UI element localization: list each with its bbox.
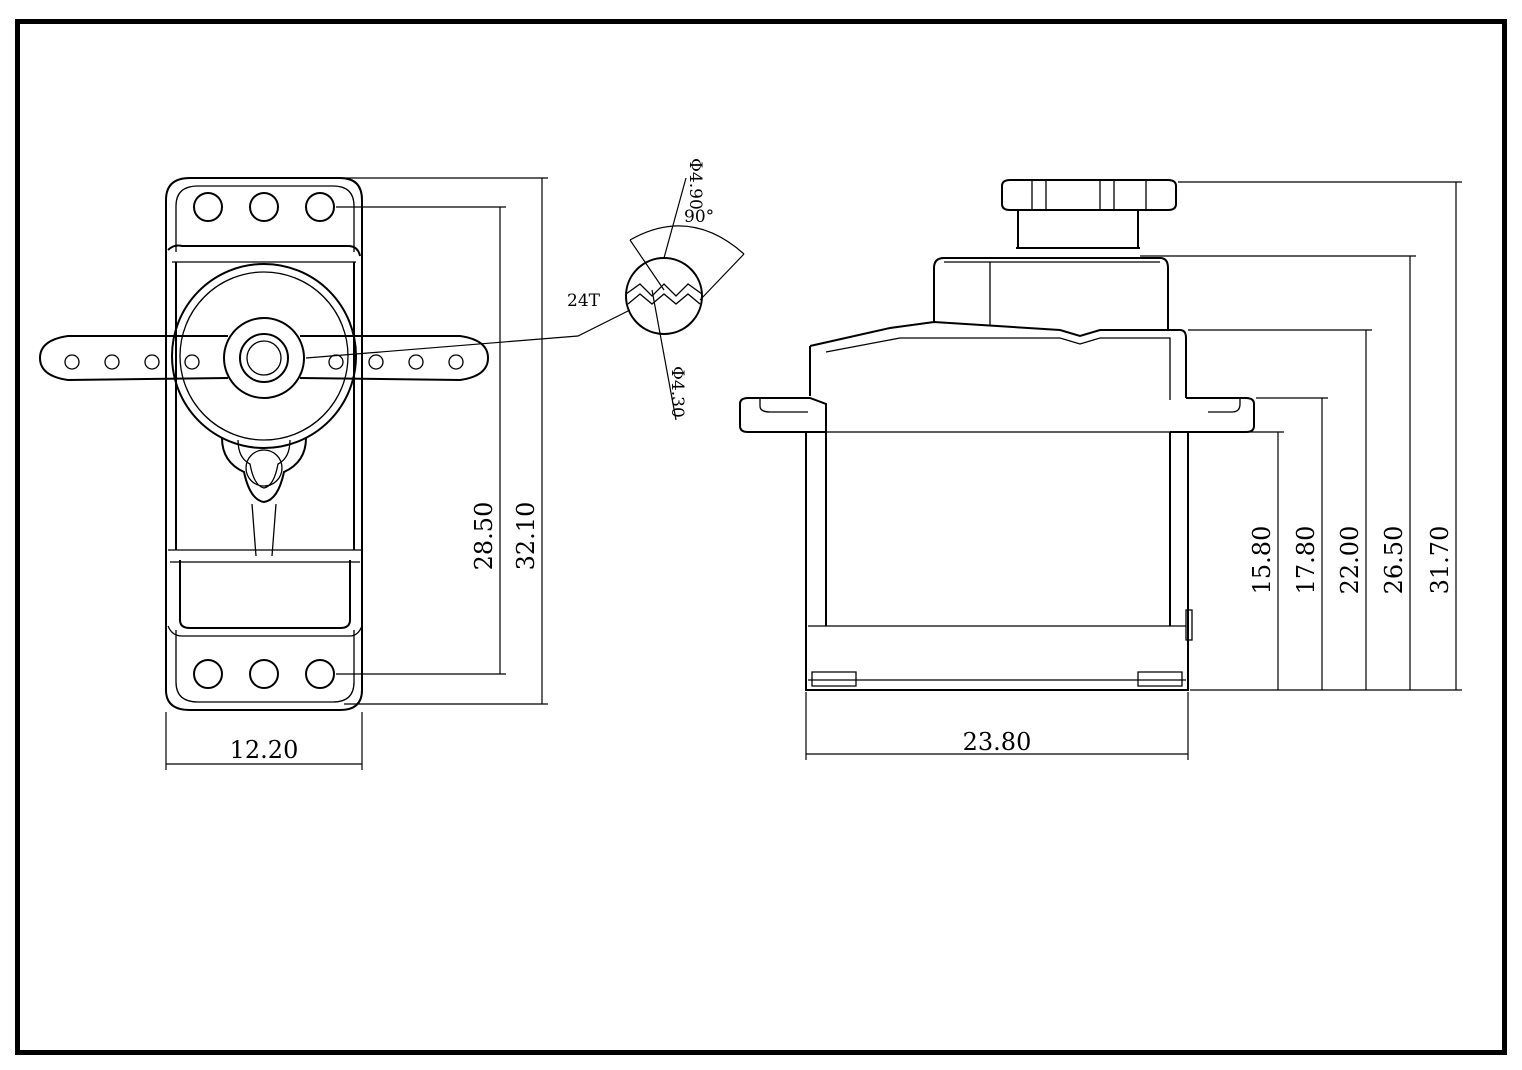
side-view-dimensions: 23.80 15.80 17.80 22.00 26.50 31.70 <box>805 181 1462 760</box>
spline-detail: 24T Φ4.90 90° Φ4.30 <box>567 158 745 421</box>
height-label-31-70: 31.70 <box>1426 526 1454 595</box>
outer-diameter-label: Φ4.90 <box>685 158 705 210</box>
front-view-dimensions: 12.20 28.50 32.10 <box>165 177 631 770</box>
inner-diameter-label: Φ4.30 <box>667 366 687 418</box>
overall-height-dimension-label: 32.10 <box>512 502 540 571</box>
mount-hole <box>193 659 223 689</box>
spline-teeth-label: 24T <box>567 291 601 311</box>
height-label-22-00: 22.00 <box>1336 526 1364 595</box>
length-dimension-label: 23.80 <box>963 728 1032 756</box>
height-label-26-50: 26.50 <box>1380 526 1408 595</box>
mount-hole <box>305 192 335 222</box>
width-dimension-label: 12.20 <box>230 736 299 764</box>
mount-hole <box>305 659 335 689</box>
front-view <box>38 177 490 711</box>
mount-hole <box>249 192 279 222</box>
drawing-border <box>15 19 1507 1055</box>
angle-label: 90° <box>684 207 714 227</box>
height-label-17-80: 17.80 <box>1292 526 1320 595</box>
height-label-15-80: 15.80 <box>1248 526 1276 595</box>
side-view <box>739 179 1255 691</box>
hole-pitch-dimension-label: 28.50 <box>470 502 498 571</box>
mount-hole <box>249 659 279 689</box>
mount-hole <box>193 192 223 222</box>
